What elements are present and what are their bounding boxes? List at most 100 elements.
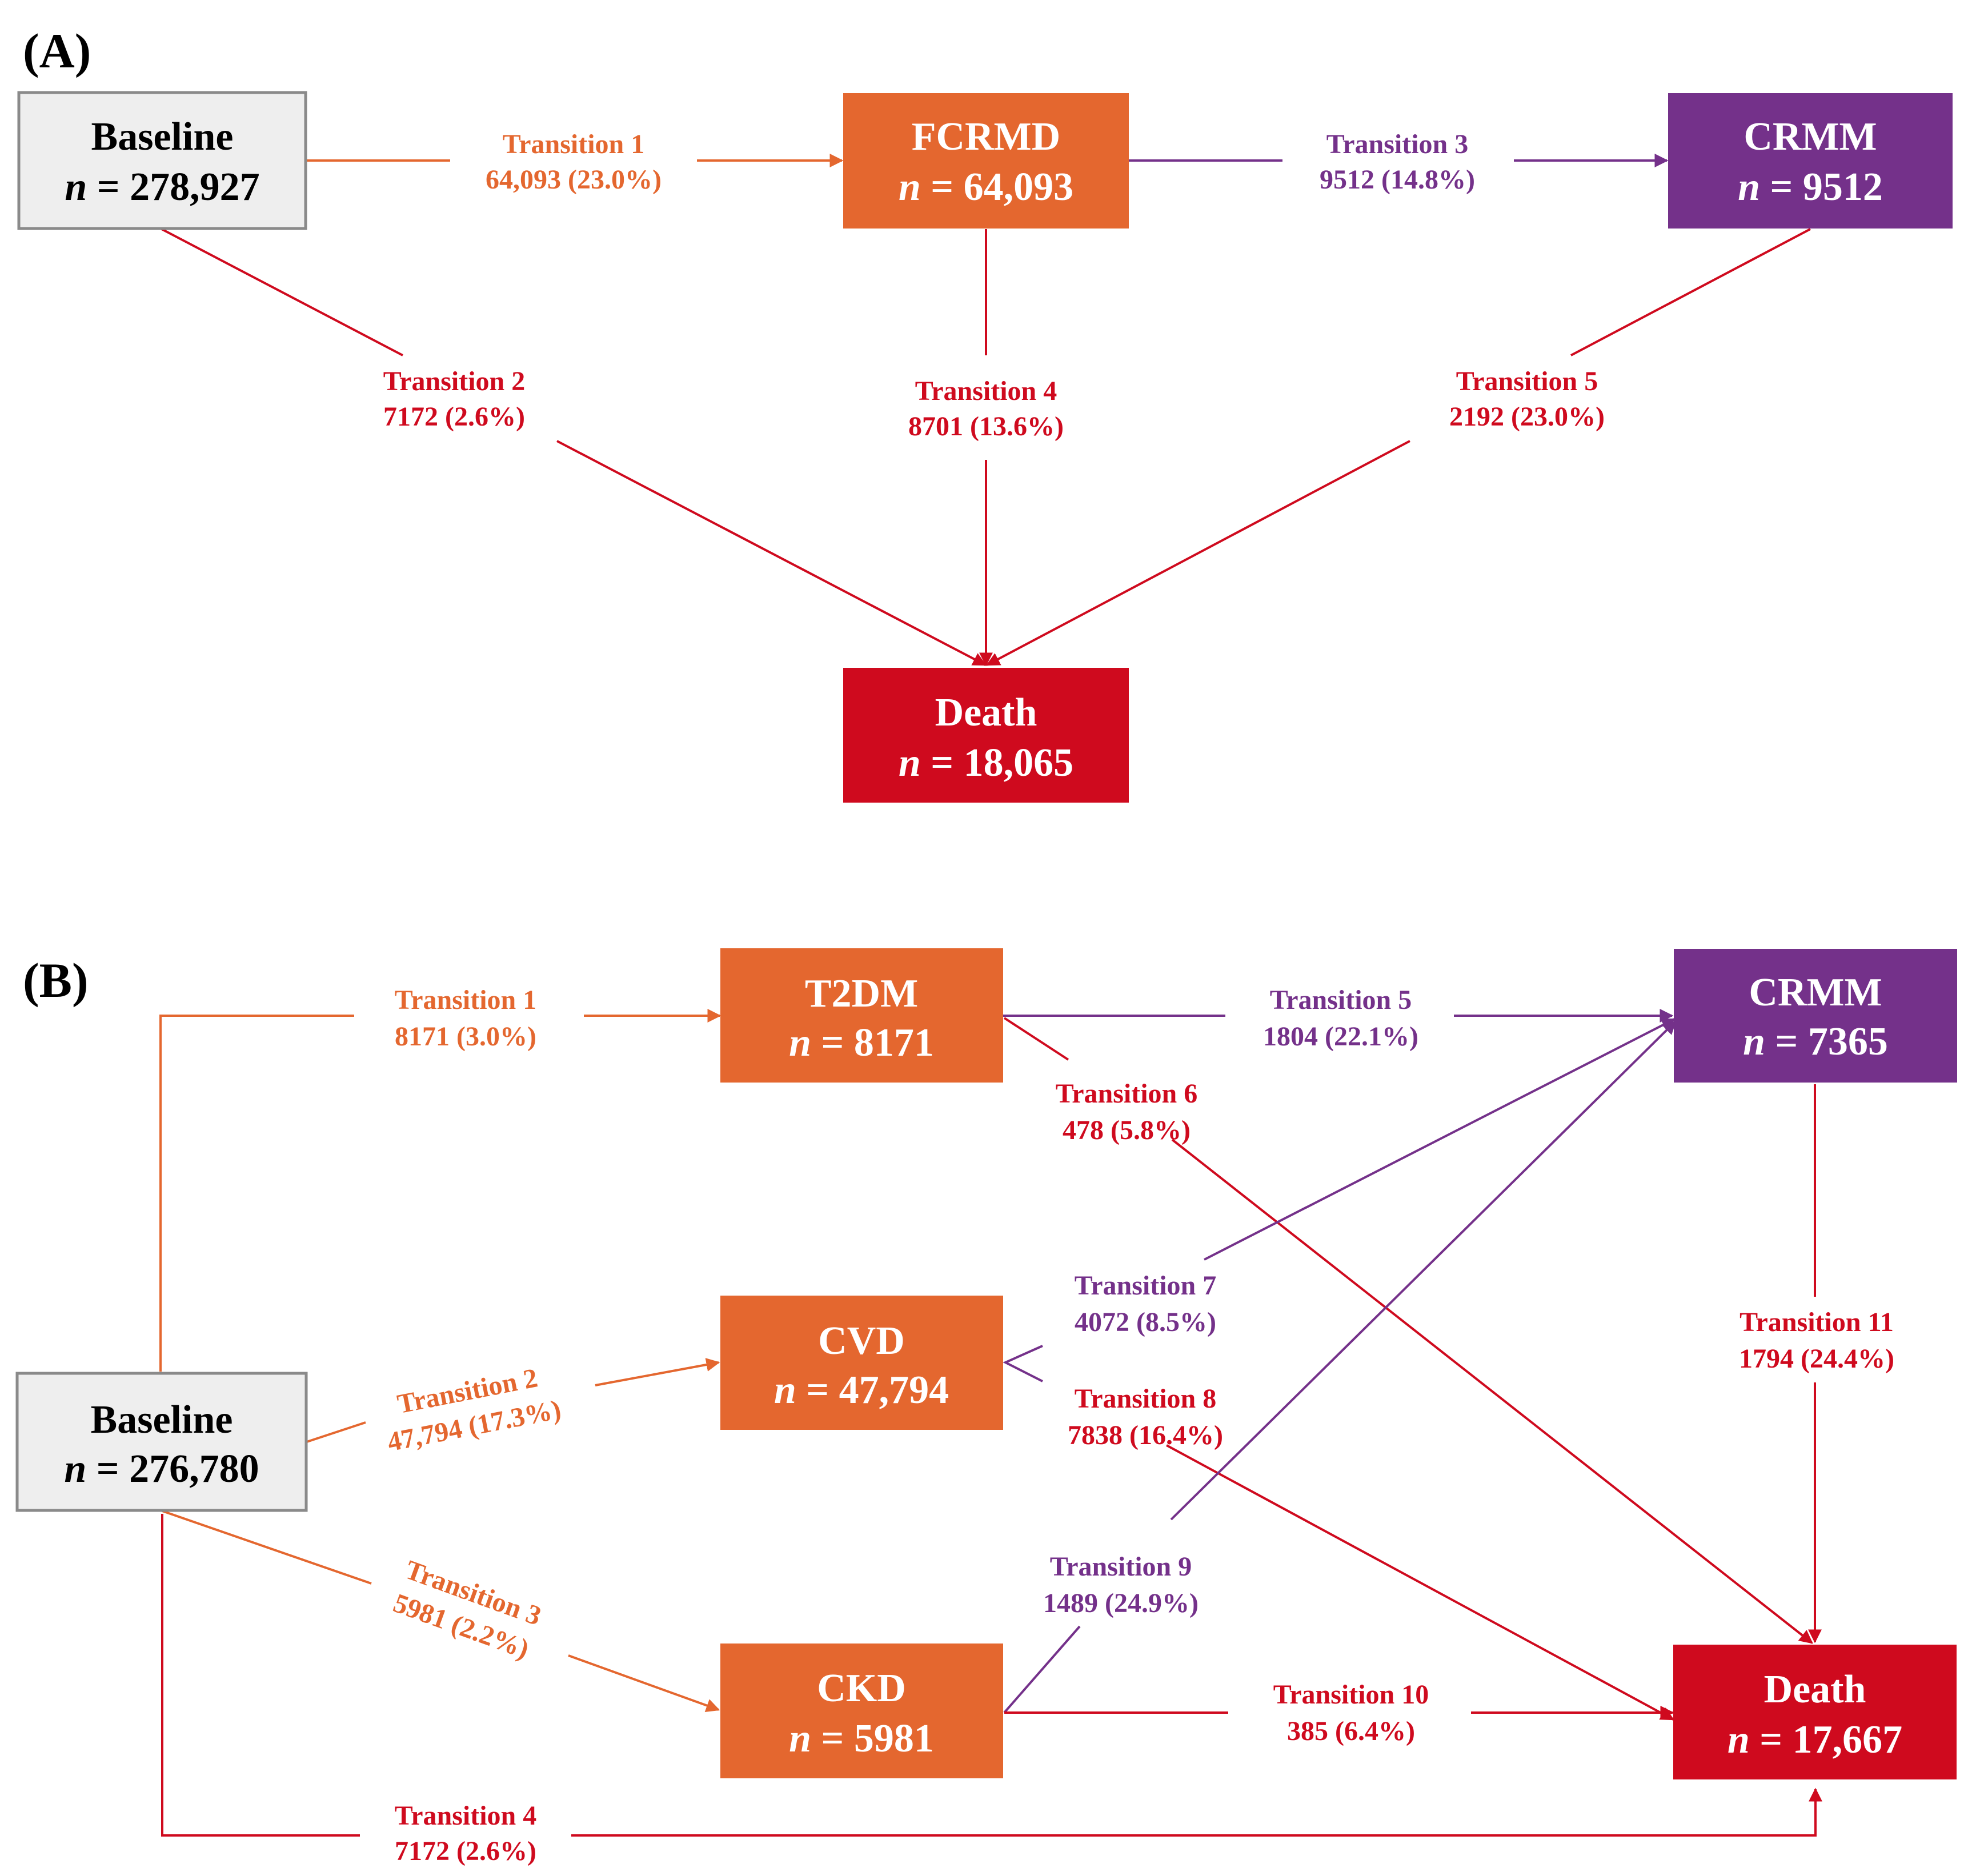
edge-b-t7-8-origin — [1003, 1345, 1043, 1382]
node-b-cvd-n: n = 47,794 — [774, 1368, 949, 1412]
node-b-t2dm: T2DM n = 8171 — [720, 948, 1003, 1083]
n-value: = 276,780 — [86, 1447, 259, 1491]
n-value: = 5981 — [811, 1717, 934, 1761]
transition-a-5: Transition 5 2192 (23.0%) — [1449, 366, 1605, 432]
transition-count: 4072 (8.5%) — [1075, 1307, 1216, 1337]
transition-b-2: Transition 2 47,794 (17.3%) — [385, 1362, 563, 1457]
node-b-crmm-n: n = 7365 — [1743, 1020, 1888, 1064]
transition-name: Transition 9 — [1050, 1552, 1192, 1582]
panel-b-label: (B) — [23, 953, 89, 1008]
edge-a-t5-seg2 — [985, 440, 1410, 666]
node-a-death-box — [843, 668, 1129, 803]
transition-count: 7172 (2.6%) — [383, 402, 525, 432]
transition-a-4: Transition 4 8701 (13.6%) — [908, 376, 1064, 442]
node-b-cvd-title: CVD — [818, 1319, 905, 1363]
node-b-death-n: n = 17,667 — [1727, 1718, 1902, 1762]
edge-b-t2-seg2 — [595, 1358, 720, 1386]
node-b-t2dm-box — [720, 948, 1003, 1083]
panel-a-label: (A) — [23, 23, 91, 78]
transition-name: Transition 4 — [395, 1801, 536, 1831]
node-a-crmm-n: n = 9512 — [1738, 165, 1883, 209]
node-a-fcrmd-box — [843, 93, 1129, 229]
node-b-ckd: CKD n = 5981 — [720, 1643, 1003, 1778]
panel-a: (A) Baseline n = 278,927 F — [17, 23, 1953, 803]
transition-count: 385 (6.4%) — [1287, 1716, 1415, 1746]
transition-name: Transition 3 — [1326, 129, 1468, 159]
n-symbol: n — [64, 1447, 86, 1491]
node-b-death-box — [1673, 1645, 1957, 1779]
transition-b-9: Transition 9 1489 (24.9%) — [1043, 1552, 1199, 1618]
panel-b: (B) — [15, 948, 1957, 1866]
edge-b-t9-seg2 — [1170, 1020, 1677, 1521]
edge-a-t5-seg1 — [1570, 228, 1811, 356]
n-symbol: n — [1738, 165, 1760, 209]
node-a-crmm: CRMM n = 9512 — [1668, 93, 1953, 229]
edge-b-t7-seg2 — [1204, 1018, 1676, 1261]
node-b-ckd-title: CKD — [817, 1666, 906, 1710]
node-a-death-n: n = 18,065 — [899, 741, 1073, 785]
transition-name: Transition 10 — [1273, 1679, 1429, 1710]
transition-name: Transition 2 — [383, 366, 525, 396]
panel-b-edges — [159, 1009, 1822, 1837]
transition-b-4: Transition 4 7172 (2.6%) — [395, 1801, 536, 1866]
transition-count: 8171 (3.0%) — [395, 1021, 536, 1052]
node-b-cvd-box — [720, 1296, 1003, 1430]
transition-count: 2192 (23.0%) — [1449, 402, 1605, 432]
node-b-t2dm-title: T2DM — [805, 972, 918, 1016]
node-a-death: Death n = 18,065 — [843, 668, 1129, 803]
node-a-baseline-box — [17, 91, 307, 230]
transition-b-7: Transition 7 4072 (8.5%) — [1075, 1270, 1216, 1337]
node-a-baseline: Baseline n = 278,927 — [17, 91, 307, 230]
edge-b-t9-seg1 — [1003, 1625, 1081, 1714]
edge-b-t6-seg1 — [1003, 1017, 1069, 1061]
n-value: = 8171 — [811, 1021, 934, 1065]
node-b-baseline-box — [15, 1372, 308, 1512]
transition-b-11: Transition 11 1794 (24.4%) — [1739, 1307, 1894, 1374]
node-b-crmm: CRMM n = 7365 — [1674, 949, 1957, 1083]
transition-count: 8701 (13.6%) — [908, 411, 1064, 442]
transition-count: 7172 (2.6%) — [395, 1836, 536, 1866]
edge-b-t6-seg2 — [1171, 1139, 1813, 1644]
transition-name: Transition 5 — [1456, 366, 1598, 396]
edge-b-t4-seg2 — [571, 1787, 1822, 1837]
n-symbol: n — [899, 165, 921, 209]
transition-b-10: Transition 10 385 (6.4%) — [1273, 1679, 1429, 1746]
node-a-crmm-title: CRMM — [1743, 115, 1877, 159]
transition-count: 1804 (22.1%) — [1263, 1021, 1418, 1052]
node-a-fcrmd: FCRMD n = 64,093 — [843, 93, 1129, 229]
n-value: = 17,667 — [1750, 1718, 1902, 1762]
node-b-crmm-title: CRMM — [1749, 971, 1882, 1015]
edge-a-t2-seg1 — [160, 227, 403, 356]
panel-a-edges — [160, 154, 1811, 667]
n-value: = 278,927 — [87, 165, 259, 209]
n-symbol: n — [65, 165, 87, 209]
transition-name: Transition 1 — [503, 129, 644, 159]
node-a-fcrmd-title: FCRMD — [912, 115, 1060, 159]
n-symbol: n — [1727, 1718, 1750, 1762]
node-a-baseline-n: n = 278,927 — [65, 165, 259, 209]
transition-count: 64,093 (23.0%) — [486, 165, 662, 195]
node-b-ckd-box — [720, 1643, 1003, 1778]
n-value: = 47,794 — [796, 1368, 949, 1412]
node-a-death-title: Death — [935, 691, 1037, 735]
n-symbol: n — [789, 1021, 811, 1065]
transition-b-8: Transition 8 7838 (16.4%) — [1068, 1384, 1223, 1450]
n-symbol: n — [1743, 1020, 1765, 1064]
transition-name: Transition 11 — [1739, 1307, 1894, 1337]
edge-b-t2-seg1 — [306, 1421, 366, 1443]
edge-b-t4-seg1 — [161, 1514, 360, 1837]
node-b-t2dm-n: n = 8171 — [789, 1021, 934, 1065]
transition-a-3: Transition 3 9512 (14.8%) — [1320, 129, 1475, 195]
transition-count: 1794 (24.4%) — [1739, 1344, 1894, 1374]
n-symbol: n — [789, 1717, 811, 1761]
n-value: = 64,093 — [921, 165, 1073, 209]
node-b-ckd-n: n = 5981 — [789, 1717, 934, 1761]
transition-a-2: Transition 2 7172 (2.6%) — [383, 366, 525, 432]
transition-name: Transition 6 — [1056, 1079, 1197, 1109]
transition-count: 9512 (14.8%) — [1320, 165, 1475, 195]
transition-count: 7838 (16.4%) — [1068, 1420, 1223, 1450]
n-value: = 18,065 — [921, 741, 1073, 785]
node-a-crmm-box — [1668, 93, 1953, 229]
transition-count: 478 (5.8%) — [1063, 1115, 1191, 1145]
transition-b-6: Transition 6 478 (5.8%) — [1056, 1079, 1197, 1145]
